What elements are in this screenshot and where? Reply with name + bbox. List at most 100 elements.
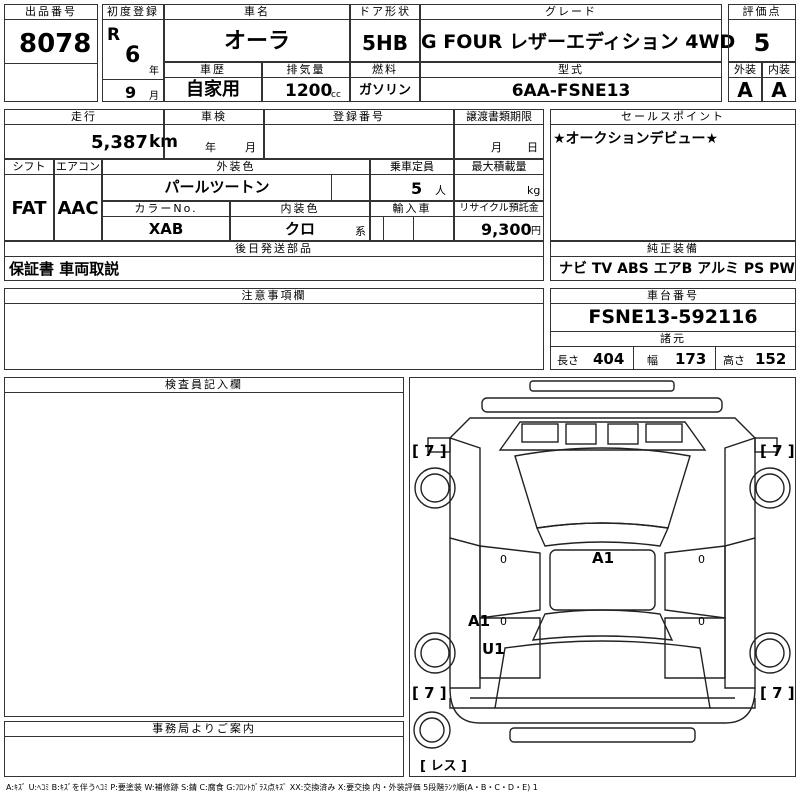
inspection-month-unit: 月 (245, 141, 256, 154)
ext-color-value: パールツートン (164, 178, 270, 196)
inspector-label: 検査員記入欄 (5, 378, 403, 393)
door-zero-1: 0 (500, 553, 507, 566)
shift-label: シフト (5, 160, 53, 175)
aircon-label: エアコン (55, 160, 101, 175)
shift-value: FAT (11, 198, 47, 219)
capacity-unit: 人 (435, 184, 446, 197)
int-color-unit: 系 (355, 225, 366, 238)
color-no-label: カラーNo. (103, 202, 229, 217)
reg-no-box: 登録番号 (264, 109, 454, 159)
displacement-box: 排気量 1200 cc (262, 62, 350, 102)
grade-value: G FOUR レザーエディション 4WD (421, 31, 736, 53)
chassis-label: 車台番号 (551, 289, 795, 304)
tread-rr: [ 7 ] (760, 684, 795, 702)
grade-label: グレード (421, 5, 721, 20)
first-reg-era: R (107, 25, 121, 45)
history-label: 車歴 (165, 63, 261, 78)
int-color-value: クロ (284, 220, 315, 238)
tread-fr: [ 7 ] (760, 442, 795, 460)
capacity-value: 5 (411, 179, 423, 198)
fuel-value: ガソリン (358, 83, 411, 98)
damage-mark-side-u: U1 (482, 640, 505, 658)
history-value: 自家用 (186, 79, 240, 100)
chassis-value: FSNE13-592116 (588, 306, 758, 328)
office-box: 事務局よりご案内 (4, 721, 404, 777)
first-reg-label: 初度登録 (103, 5, 163, 20)
dims-len-label: 長さ (557, 354, 579, 367)
office-label: 事務局よりご案内 (5, 722, 403, 737)
capacity-box: 乗車定員 5 人 (370, 159, 454, 201)
door-label: ドア形状 (351, 5, 419, 20)
recycle-label: リサイクル預託金 (455, 202, 543, 217)
mileage-value: 5,387 (91, 132, 148, 153)
car-name-label: 車名 (165, 5, 349, 20)
import-label: 輸入車 (371, 202, 453, 217)
score-label: 評価点 (729, 5, 795, 20)
first-reg-year: 6 (125, 43, 141, 68)
score-value: 5 (753, 29, 771, 57)
displacement-unit: cc (331, 90, 341, 100)
later-parts-box: 後日発送部品 保証書 車両取説 (4, 241, 544, 281)
shift-box: シフト FAT (4, 159, 54, 241)
first-reg-year-unit: 年 (149, 66, 159, 77)
transfer-label: 譲渡書類期限 (455, 110, 543, 125)
model-value: 6AA-FSNE13 (511, 81, 631, 101)
lot-box: 出品番号 8078 (4, 4, 98, 102)
import-box: 輸入車 (370, 201, 454, 241)
exterior-box: 外装 A (728, 62, 762, 102)
displacement-label: 排気量 (263, 63, 349, 78)
history-box: 車歴 自家用 (164, 62, 262, 102)
chassis-box: 車台番号 FSNE13-592116 諸元 長さ 404 幅 173 高さ 15… (550, 288, 796, 370)
model-label: 型式 (421, 63, 721, 78)
damage-mark-side-a: A1 (468, 612, 491, 630)
first-reg-month: 9 (125, 83, 137, 102)
model-box: 型式 6AA-FSNE13 (420, 62, 722, 102)
inspector-box: 検査員記入欄 (4, 377, 404, 717)
tread-rl: [ 7 ] (412, 684, 447, 702)
damage-mark-roof: A1 (592, 549, 615, 567)
sales-point-label: セールスポイント (551, 110, 795, 125)
interior-value: A (771, 78, 787, 102)
capacity-label: 乗車定員 (371, 160, 453, 175)
dims-hgt-label: 高さ (723, 354, 745, 367)
recycle-box: リサイクル預託金 9,300 円 (454, 201, 544, 241)
car-diagram: [ 7 ] [ 7 ] [ 7 ] [ 7 ] [ レス ] A1 A1 U1 … (409, 377, 796, 777)
dims-hgt: 152 (755, 350, 787, 368)
car-name: オーラ (223, 29, 290, 54)
ext-color-box: 外装色 パールツートン (102, 159, 370, 201)
grade-box: グレード G FOUR レザーエディション 4WD (420, 4, 736, 62)
int-color-label: 内装色 (231, 202, 369, 217)
score-box: 評価点 5 (728, 4, 796, 62)
fuel-box: 燃料 ガソリン (350, 62, 420, 102)
reg-no-label: 登録番号 (265, 110, 453, 125)
lot-label: 出品番号 (5, 5, 97, 20)
dims-wid-label: 幅 (647, 354, 658, 367)
displacement-value: 1200 (285, 81, 333, 101)
equipment-label: 純正装備 (551, 242, 795, 257)
inspection-box: 車検 年 月 (164, 109, 264, 159)
legend: A:ｷｽﾞ U:ﾍｺﾐ B:ｷｽﾞを伴うﾍｺﾐ P:要塗装 W:補修跡 S:錆 … (6, 783, 538, 792)
equipment-value: ナビ TV ABS エアB アルミ PS PW (559, 261, 795, 277)
car-name-box: 車名 オーラ (164, 4, 350, 62)
interior-label: 内装 (763, 63, 795, 78)
exterior-value: A (737, 78, 753, 102)
color-no-value: XAB (148, 220, 184, 238)
mileage-unit: km (149, 132, 179, 152)
inspection-year-unit: 年 (205, 141, 216, 154)
recycle-unit: 円 (531, 226, 541, 237)
mileage-box: 走行 5,387 km (4, 109, 178, 159)
max-load-label: 最大積載量 (455, 160, 543, 175)
aircon-box: エアコン AAC (54, 159, 102, 241)
tread-fl: [ 7 ] (412, 442, 447, 460)
color-no-box: カラーNo. XAB (102, 201, 230, 241)
sales-point-box: セールスポイント ★オークションデビュー★ (550, 109, 796, 241)
spare-tire-label: [ レス ] (420, 759, 467, 774)
interior-box: 内装 A (762, 62, 796, 102)
lot-number: 8078 (19, 29, 92, 59)
equipment-box: 純正装備 ナビ TV ABS エアB アルミ PS PW (550, 241, 796, 281)
later-parts-value: 保証書 車両取説 (9, 260, 120, 278)
exterior-label: 外装 (729, 63, 761, 78)
ext-color-label: 外装色 (103, 160, 369, 175)
fuel-label: 燃料 (351, 63, 419, 78)
int-color-box: 内装色 クロ 系 (230, 201, 370, 241)
